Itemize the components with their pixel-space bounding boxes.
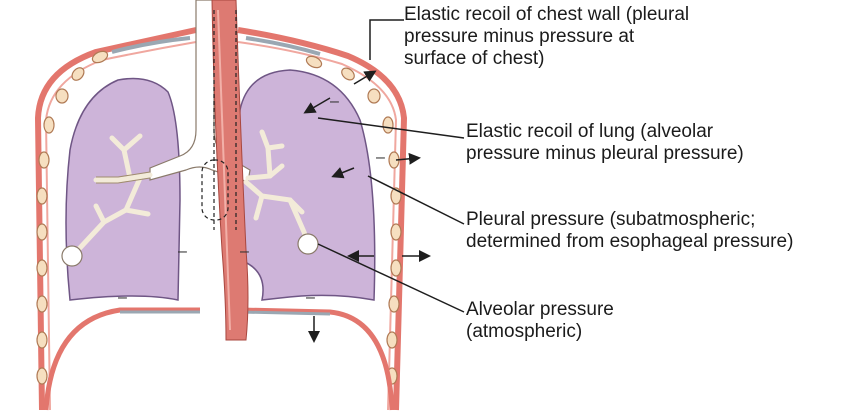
minus-sign: – [240,243,249,260]
label-alveolar-pressure: Alveolar pressure (atmospheric) [466,299,614,343]
minus-sign: – [306,289,315,306]
label-line: determined from esophageal pressure) [466,231,794,252]
arrow-chest-wall-out [353,70,377,85]
chest-wall [34,27,408,411]
pressure-arrows [303,70,431,343]
leader-lung [317,117,465,139]
arrow-lung-recoil-in [303,97,331,114]
arrow-lung-mid-in [331,167,355,179]
left-lung [65,77,181,301]
esophagus [201,0,249,341]
label-line: pressure minus pleural pressure) [466,143,744,164]
label-line: (atmospheric) [466,321,583,342]
left-alveolus [61,245,83,267]
label-pleural-pressure: Pleural pressure (subatmospheric; determ… [466,209,793,253]
leader-lines [317,19,465,313]
label-chest-wall-recoil: Elastic recoil of chest wall (pleural pr… [404,4,689,70]
leader-chest-wall [369,19,404,60]
diaphragm [43,307,395,411]
right-lung [235,69,376,301]
right-alveolus [297,233,319,255]
label-line: surface of chest) [404,48,545,69]
label-line: Elastic recoil of chest wall (pleural [404,4,690,25]
leader-alveolar [317,243,465,313]
minus-sign: – [178,243,187,260]
minus-sign: – [376,149,385,166]
bronchial-tree-left-outline [96,171,151,184]
label-line: pressure minus pressure at [404,26,635,47]
label-line: Alveolar pressure [466,299,614,320]
arrow-chest-mid-out [395,152,421,165]
minus-sign: – [118,289,127,306]
label-line: Pleural pressure (subatmospheric; [466,209,756,230]
minus-signs: – – – – – – [118,93,385,306]
bronchial-tree-left [75,133,153,253]
bronchial-tree-right [243,129,309,241]
label-lung-recoil: Elastic recoil of lung (alveolar pressur… [466,121,744,165]
label-line: Elastic recoil of lung (alveolar [466,121,714,142]
minus-sign: – [330,93,339,110]
leader-pleural [367,175,465,225]
